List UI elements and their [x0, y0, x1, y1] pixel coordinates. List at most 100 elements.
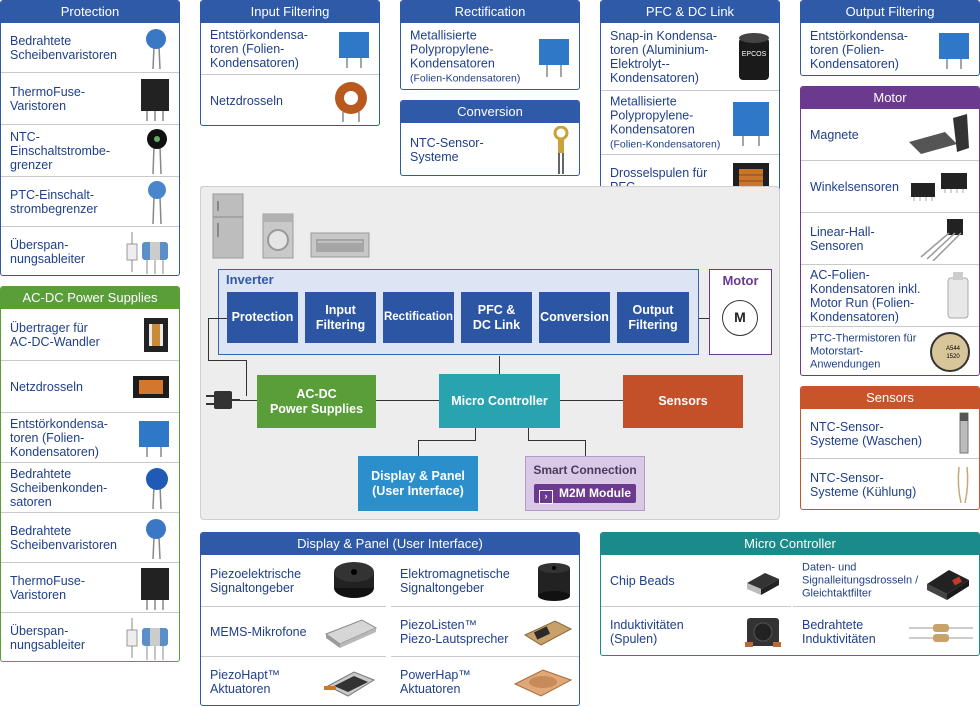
item-label: Entstörkondensa- toren (Folien- Kondensa… — [810, 29, 908, 71]
list-item[interactable]: Überspan- nungsableiter — [1, 613, 179, 661]
list-item[interactable]: Entstörkondensa- toren (Folien- Kondensa… — [801, 23, 979, 75]
output-filtering-block[interactable]: Output Filtering — [617, 292, 689, 343]
chevron-right-icon: › — [539, 490, 553, 504]
list-item[interactable]: PowerHap™ Aktuatoren — [391, 657, 579, 705]
motor-header: Motor — [801, 87, 979, 109]
list-item[interactable]: NTC-Sensor- Systeme — [401, 123, 579, 175]
item-label: PTC-Einschalt- strombegrenzer — [10, 187, 98, 216]
item-label: Piezoelektrische Signaltongeber — [210, 567, 302, 595]
svg-text:1520: 1520 — [946, 354, 960, 360]
choke-icon — [133, 375, 169, 398]
film-capacitor-icon — [339, 31, 369, 68]
micro-controller-panel: Micro Controller Chip Beads Daten- und S… — [600, 532, 980, 656]
conversion-block[interactable]: Conversion — [539, 292, 610, 343]
list-item[interactable]: PiezoListen™ Piezo-Lautsprecher — [391, 607, 579, 657]
connector-line — [246, 360, 247, 396]
surge-arrester-icon — [126, 618, 168, 660]
item-label: Überspan- nungsableiter — [10, 238, 86, 266]
list-item[interactable]: AC-Folien- Kondensatoren inkl. Motor Run… — [801, 265, 979, 327]
list-item[interactable]: Überspan- nungsableiter — [1, 227, 179, 275]
input-filtering-block[interactable]: Input Filtering — [305, 292, 376, 343]
m2m-label: M2M Module — [559, 486, 631, 500]
item-label: Induktivitäten (Spulen) — [610, 617, 684, 646]
m2m-module-badge[interactable]: › M2M Module — [534, 484, 636, 504]
item-label: Bedrahtete Induktivitäten — [802, 618, 876, 646]
list-item[interactable]: Bedrahtete Scheibenvaristoren — [1, 513, 179, 563]
list-item[interactable]: NTC-Sensor- Systeme (Waschen) — [801, 409, 979, 459]
list-item[interactable]: Entstörkondensa- toren (Folien- Kondensa… — [201, 23, 379, 75]
item-label: Übertrager für AC-DC-Wandler — [10, 320, 100, 349]
list-item[interactable]: Übertrager für AC-DC-Wandler — [1, 309, 179, 361]
display-header: Display & Panel (User Interface) — [201, 533, 579, 555]
item-label: Metallisierte Polypropylene- Kondensator… — [610, 94, 721, 150]
item-label: NTC- Einschaltstrombe- grenzer — [10, 129, 111, 172]
list-item[interactable]: Chip Beads — [601, 556, 791, 607]
powerhap-actuator-icon — [513, 669, 573, 697]
item-label: Netzdrosseln — [210, 94, 283, 108]
ntc-sensor-icon — [553, 126, 569, 174]
display-panel-block[interactable]: Display & Panel (User Interface) — [358, 456, 478, 511]
ntc-washing-sensor-icon — [959, 412, 969, 453]
sensors-block[interactable]: Sensors — [623, 375, 743, 428]
item-label: Magnete — [810, 127, 859, 142]
connector-line — [528, 440, 585, 441]
smart-connection-block[interactable]: Smart Connection ›M2M Module — [525, 456, 645, 511]
item-label: MEMS-Mikrofone — [210, 624, 307, 639]
ptc-inrush-limiter-icon — [148, 180, 166, 224]
list-item[interactable]: Entstörkondensa- toren (Folien- Kondensa… — [1, 413, 179, 463]
list-item[interactable]: Netzdrosseln — [1, 361, 179, 413]
power-plug-icon — [206, 391, 240, 409]
list-item[interactable]: Linear-Hall- Sensoren — [801, 213, 979, 265]
list-item[interactable]: Magnete — [801, 109, 979, 161]
item-label: Überspan- nungsableiter — [10, 624, 86, 652]
list-item[interactable]: ThermoFuse- Varistoren — [1, 73, 179, 125]
connector-line — [499, 356, 500, 374]
item-label: NTC-Sensor- Systeme — [410, 136, 484, 164]
pfc-dc-link-block[interactable]: PFC & DC Link — [461, 292, 532, 343]
conversion-panel: Conversion NTC-Sensor- Systeme — [400, 100, 580, 176]
list-item[interactable]: PTC-Thermistoren für Motorstart- Anwendu… — [801, 327, 979, 375]
connector-line — [236, 400, 257, 401]
surge-arrester-icon — [126, 232, 168, 274]
connector-line — [475, 428, 476, 440]
conversion-header: Conversion — [401, 101, 579, 123]
list-item[interactable]: Metallisierte Polypropylene- Kondensator… — [601, 91, 779, 155]
list-item[interactable]: Metallisierte Polypropylene- Kondensator… — [401, 23, 579, 89]
protection-block[interactable]: Protection — [227, 292, 298, 343]
micro-controller-block[interactable]: Micro Controller — [439, 374, 560, 428]
output-filtering-header: Output Filtering — [801, 1, 979, 23]
list-item[interactable]: Snap-in Kondensa- toren (Aluminium- Elek… — [601, 23, 779, 91]
list-item[interactable]: ThermoFuse- Varistoren — [1, 563, 179, 613]
list-item[interactable]: Bedrahtete Induktivitäten — [793, 607, 979, 655]
angle-sensor-icon — [911, 172, 967, 201]
rectification-block[interactable]: Rectification — [383, 292, 454, 343]
item-label: Bedrahtete Scheibenvaristoren — [10, 33, 118, 62]
list-item[interactable]: Bedrahtete Scheibenkonden- satoren — [1, 463, 179, 513]
item-label: Bedrahtete Scheibenkonden- satoren — [10, 466, 108, 509]
item-label: AC-Folien- Kondensatoren inkl. Motor Run… — [810, 267, 921, 324]
film-capacitor-icon — [939, 33, 969, 69]
list-item[interactable]: Elektromagnetische Signaltongeber — [391, 556, 579, 607]
thermofuse-varistor-icon — [141, 567, 169, 610]
list-item[interactable]: Daten- und Signalleitungsdrosseln / Glei… — [793, 556, 979, 607]
list-item[interactable]: PTC-Einschalt- strombegrenzer — [1, 177, 179, 227]
list-item[interactable]: MEMS-Mikrofone — [201, 607, 386, 657]
item-label: Bedrahtete Scheibenvaristoren — [10, 523, 118, 552]
list-item[interactable]: Bedrahtete Scheibenvaristoren — [1, 23, 179, 73]
list-item[interactable]: Piezoelektrische Signaltongeber — [201, 556, 386, 607]
list-item[interactable]: Netzdrosseln — [201, 75, 379, 125]
list-item[interactable]: NTC-Sensor- Systeme (Kühlung) — [801, 459, 979, 509]
piezo-buzzer-icon — [334, 562, 374, 598]
list-item[interactable]: NTC- Einschaltstrombe- grenzer — [1, 125, 179, 177]
connector-line — [699, 318, 709, 319]
leaded-inductor-icon — [909, 624, 973, 642]
list-item[interactable]: Induktivitäten (Spulen) — [601, 607, 791, 655]
list-item[interactable]: PiezoHapt™ Aktuatoren — [201, 657, 386, 705]
acdc-power-supplies-block[interactable]: AC-DC Power Supplies — [257, 375, 376, 428]
item-label: Entstörkondensa- toren (Folien- Kondensa… — [210, 27, 308, 70]
list-item[interactable]: Winkelsensoren — [801, 161, 979, 213]
item-label: Elektromagnetische Signaltongeber — [400, 567, 510, 595]
connector-line — [528, 428, 529, 440]
toroidal-choke-icon — [335, 82, 367, 122]
